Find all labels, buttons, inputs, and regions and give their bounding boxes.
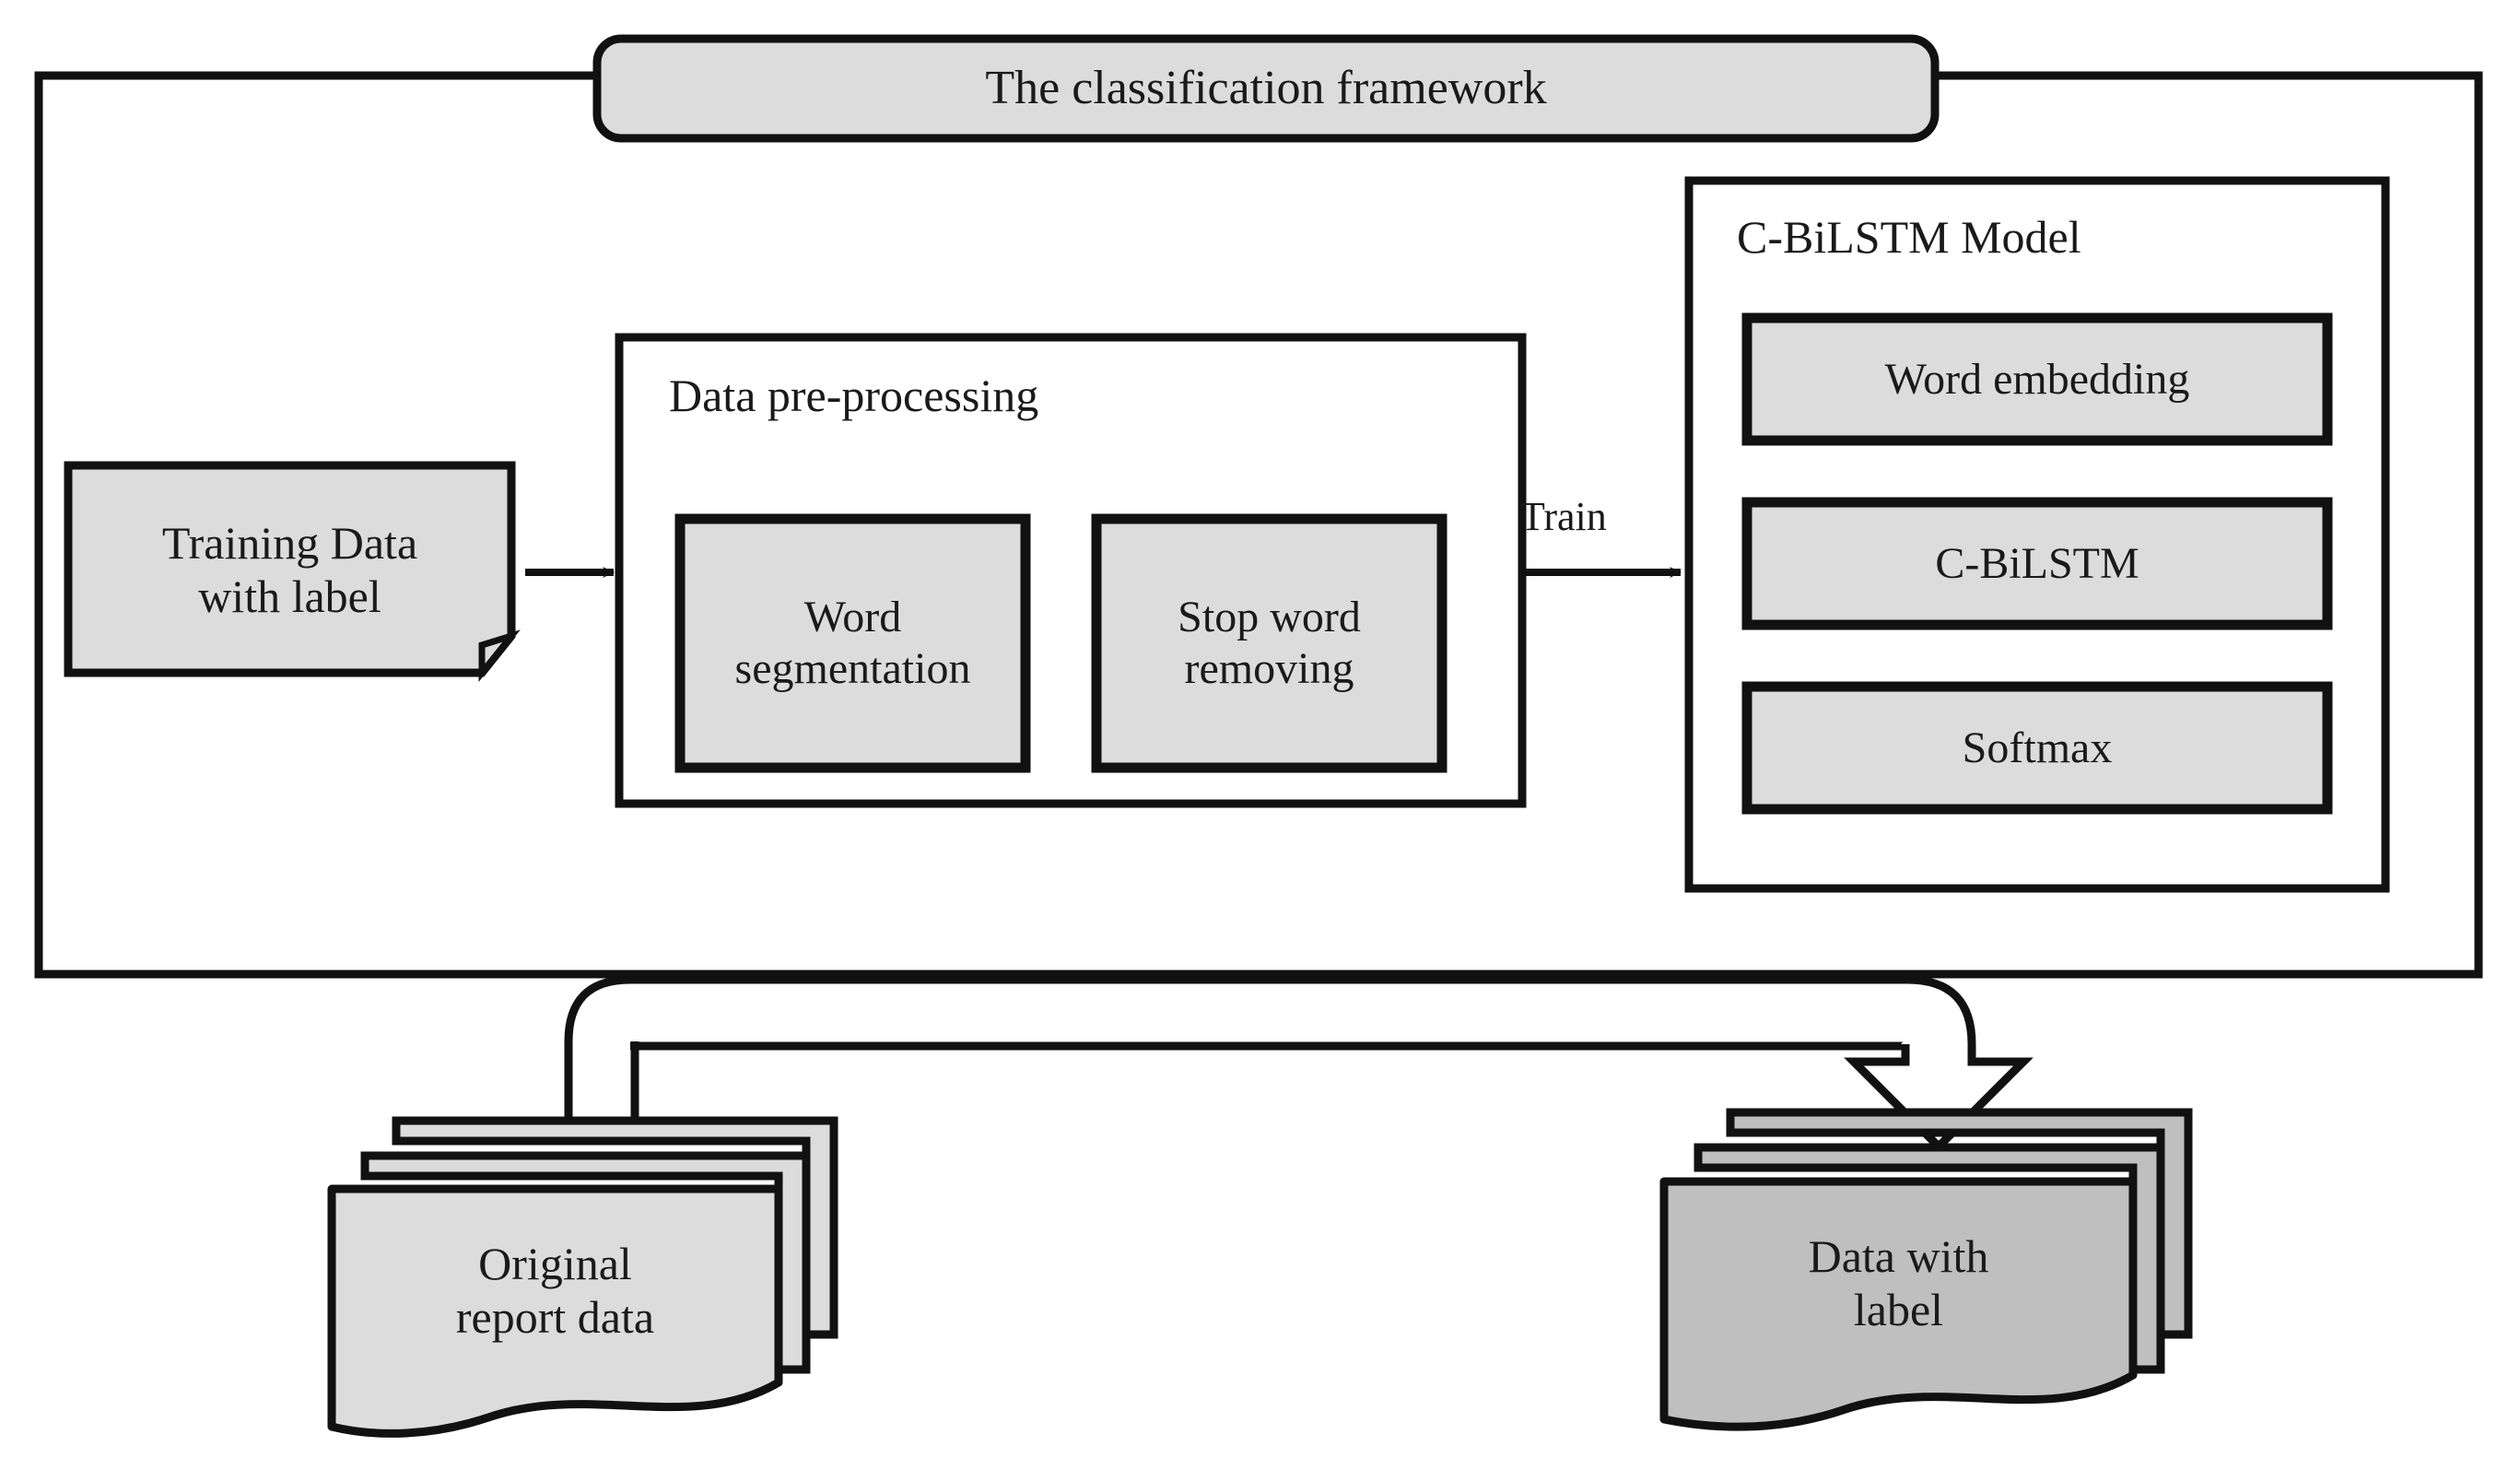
original-report-sheet-front <box>327 1184 783 1438</box>
word-embedding-box <box>1741 312 2333 446</box>
framework-title-bar <box>592 34 1940 143</box>
cbilstm-layer-box <box>1741 497 2333 630</box>
training-data-shape <box>64 461 516 677</box>
ribbon-arrow-original-to-labeled <box>564 975 2034 1153</box>
softmax-box <box>1741 681 2333 815</box>
data-with-label-sheet-front <box>1659 1177 2138 1431</box>
word-segmentation-box <box>674 513 1031 773</box>
stop-word-removing-box <box>1091 513 1448 773</box>
training-data-fold <box>478 629 521 682</box>
